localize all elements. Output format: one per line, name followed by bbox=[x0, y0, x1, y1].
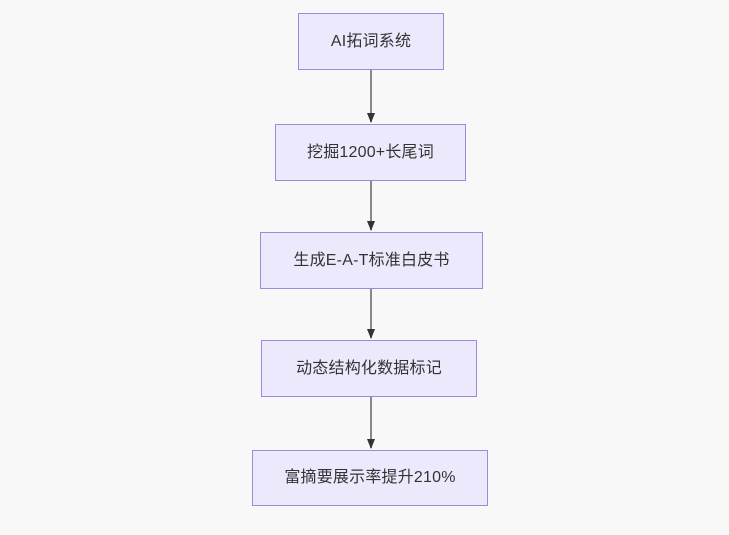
node-label: 生成E-A-T标准白皮书 bbox=[293, 251, 450, 269]
node-label: AI拓词系统 bbox=[330, 32, 412, 50]
flowchart-node-rich-snippet-uplift[interactable]: 富摘要展示率提升210% bbox=[252, 450, 488, 506]
flowchart-node-generate-eat-whitepaper[interactable]: 生成E-A-T标准白皮书 bbox=[260, 232, 483, 289]
flowchart-node-ai-keyword-system[interactable]: AI拓词系统 bbox=[298, 13, 444, 70]
flowchart-node-mine-longtail-keywords[interactable]: 挖掘1200+长尾词 bbox=[275, 124, 466, 181]
flowchart-node-dynamic-structured-data-markup[interactable]: 动态结构化数据标记 bbox=[261, 340, 477, 397]
node-label: 挖掘1200+长尾词 bbox=[307, 143, 434, 161]
node-label: 动态结构化数据标记 bbox=[296, 359, 442, 377]
node-label: 富摘要展示率提升210% bbox=[284, 469, 456, 487]
